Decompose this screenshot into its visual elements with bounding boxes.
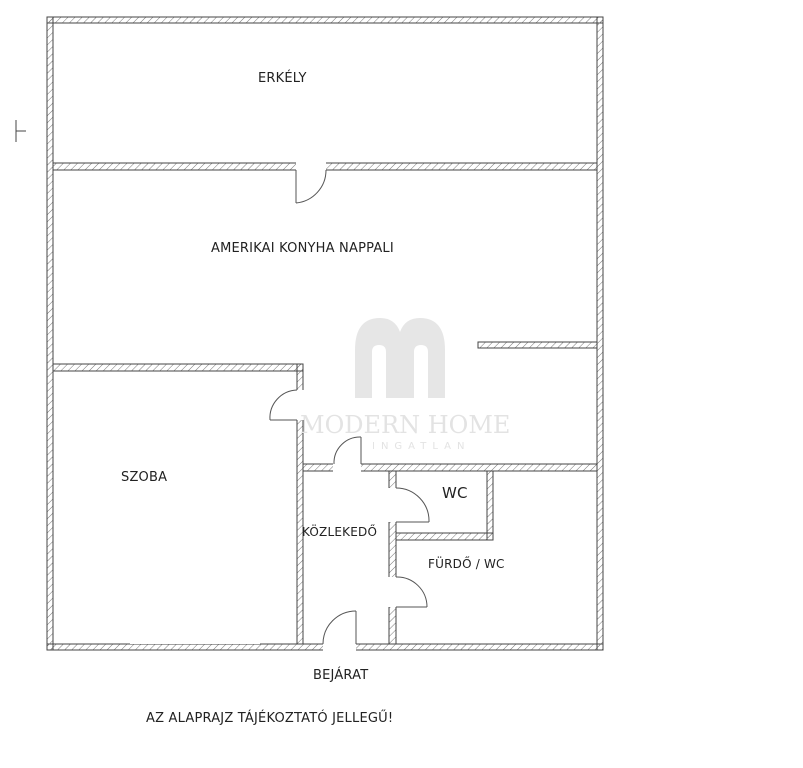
room-label-hallway: KÖZLEKEDŐ [302, 525, 378, 539]
disclaimer-text: AZ ALAPRAJZ TÁJÉKOZTATÓ JELLEGŰ! [146, 711, 394, 726]
watermark-logo [355, 318, 445, 398]
watermark-subtext: INGATLAN [372, 441, 471, 452]
door-bathroom [395, 576, 428, 608]
entrance-label: BEJÁRAT [313, 668, 369, 683]
room-label-wc: WC [442, 484, 468, 502]
room-label-living-kitchen: AMERIKAI KONYHA NAPPALI [211, 241, 394, 256]
door-balcony [295, 169, 327, 204]
room-label-bedroom: SZOBA [121, 470, 168, 485]
doors [269, 169, 430, 645]
watermark-text: MODERN HOME [300, 411, 511, 439]
room-label-balcony: ERKÉLY [258, 71, 307, 86]
door-openings [130, 162, 397, 651]
door-hallway-top [333, 436, 362, 465]
door-wc [395, 487, 430, 523]
room-label-bathroom: FÜRDŐ / WC [428, 557, 505, 571]
north-marker [15, 120, 26, 142]
door-bedroom [269, 389, 298, 421]
door-entrance [322, 610, 357, 645]
walls [46, 16, 604, 651]
